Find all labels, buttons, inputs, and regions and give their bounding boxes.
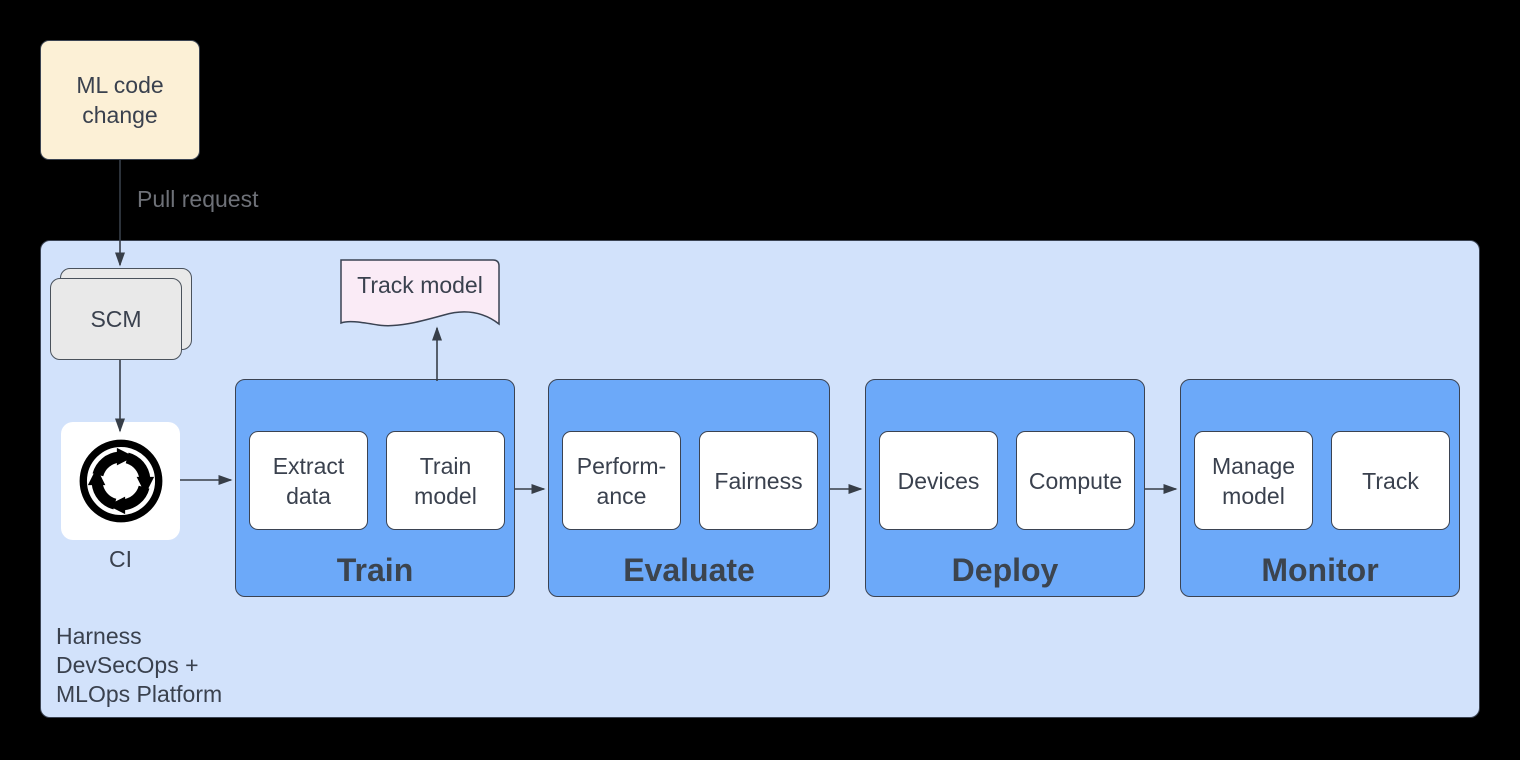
ci-cycle-icon (79, 439, 162, 523)
node-ml-code-change-label: ML code change (76, 72, 164, 128)
task-performance: Perform- ance (562, 431, 681, 530)
stage-deploy-label: Deploy (951, 552, 1059, 588)
task-extract-data: Extract data (249, 431, 368, 530)
node-ci (61, 422, 180, 540)
stage-deploy: Devices Compute Deploy (865, 379, 1145, 597)
node-scm-label: SCM (90, 305, 142, 332)
stage-evaluate-label: Evaluate (623, 552, 755, 588)
stage-train-label: Train (336, 552, 414, 588)
stage-evaluate: Perform- ance Fairness Evaluate (548, 379, 830, 597)
stage-monitor-label: Monitor (1261, 552, 1379, 588)
node-ml-code-change: ML code change (40, 40, 200, 160)
task-compute: Compute (1016, 431, 1135, 530)
stage-train: Extract data Train model Train (235, 379, 515, 597)
task-train-model: Train model (386, 431, 505, 530)
task-manage-model: Manage model (1194, 431, 1313, 530)
node-track-model-label: Track model (357, 272, 483, 298)
stage-monitor: Manage model Track Monitor (1180, 379, 1460, 597)
task-devices: Devices (879, 431, 998, 530)
platform-caption: Harness DevSecOps + MLOps Platform (56, 623, 223, 707)
task-fairness: Fairness (699, 431, 818, 530)
task-track: Track (1331, 431, 1450, 530)
edge-label-pull-request: Pull request (137, 186, 259, 212)
node-track-model-shape (340, 259, 500, 327)
node-ci-label: CI (109, 546, 132, 572)
node-scm: SCM (50, 278, 182, 360)
